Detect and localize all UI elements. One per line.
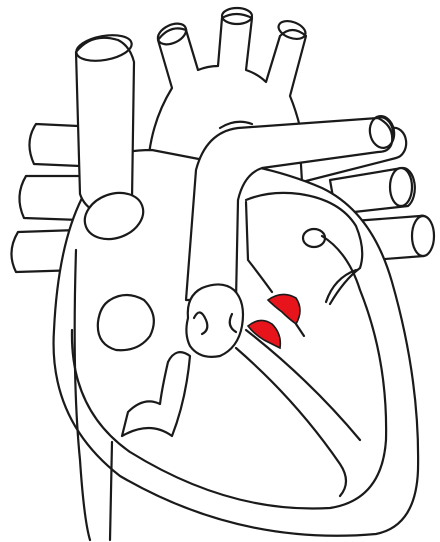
aortic-valve: [186, 284, 243, 356]
